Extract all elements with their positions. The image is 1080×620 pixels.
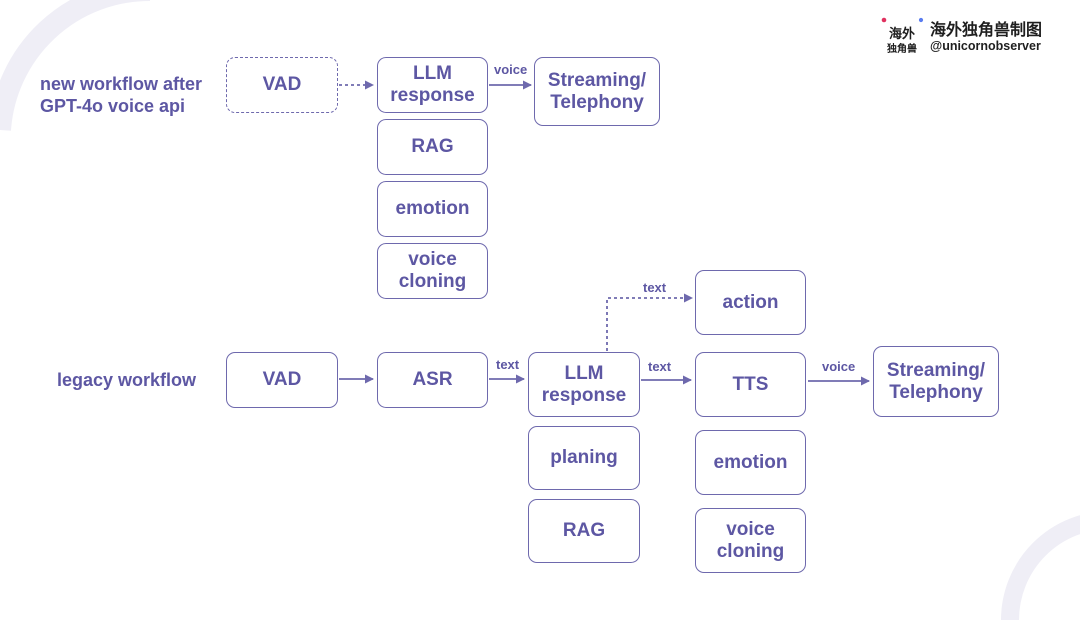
edge-label-llm-to-action: text: [643, 280, 667, 295]
node-legacy-action-label: action: [722, 291, 779, 313]
edge-label-tts-to-streaming: voice: [822, 359, 856, 374]
node-legacy-tts-label: TTS: [732, 373, 769, 395]
edge-label-llm-to-tts: text: [648, 359, 672, 374]
node-legacy-llm-response: LLM response: [528, 352, 640, 417]
edge-label-asr-to-llm: text: [496, 357, 520, 372]
node-new-emotion-label: emotion: [395, 198, 470, 219]
node-new-voice-cloning-label: voice cloning: [398, 249, 467, 292]
node-legacy-emotion: emotion: [695, 430, 806, 495]
brand-handle: @unicornobserver: [930, 39, 1041, 53]
new-workflow-label: new workflow after GPT-4o voice api: [40, 74, 203, 116]
node-legacy-llm-label: LLM response: [541, 362, 627, 406]
node-legacy-planing: planing: [528, 426, 640, 490]
svg-text:海外: 海外: [889, 26, 915, 42]
node-legacy-emotion-label: emotion: [713, 451, 788, 473]
node-legacy-rag-label: RAG: [562, 520, 606, 541]
legacy-workflow-label: legacy workflow: [57, 370, 197, 390]
node-new-vad: VAD: [226, 57, 338, 113]
logo-dot-red: [881, 17, 887, 23]
node-legacy-vad-label: VAD: [262, 369, 302, 390]
node-legacy-planing-label: planing: [550, 447, 618, 468]
node-new-streaming: Streaming/ Telephony: [534, 57, 660, 126]
node-new-streaming-label: Streaming/ Telephony: [547, 69, 647, 113]
node-new-llm-response: LLM response: [377, 57, 488, 113]
node-legacy-rag: RAG: [528, 499, 640, 563]
node-new-voice-cloning: voice cloning: [377, 243, 488, 299]
brand-logo: 海外 独角兽: [881, 17, 924, 55]
node-legacy-voice-cloning-label: voice cloning: [716, 518, 785, 562]
node-legacy-asr-label: ASR: [412, 369, 453, 390]
logo-dot-blue: [918, 17, 924, 23]
node-new-vad-label: VAD: [262, 74, 302, 95]
svg-text:独角兽: 独角兽: [887, 42, 917, 55]
node-legacy-voice-cloning: voice cloning: [695, 508, 806, 573]
node-new-llm-label: LLM response: [390, 63, 475, 106]
node-new-rag-label: RAG: [411, 136, 454, 157]
arrow-legacy-llm-to-action: [606, 293, 693, 351]
node-legacy-vad: VAD: [226, 352, 338, 408]
node-legacy-streaming-label: Streaming/ Telephony: [886, 359, 986, 403]
node-legacy-asr: ASR: [377, 352, 488, 408]
node-legacy-tts: TTS: [695, 352, 806, 417]
node-new-rag: RAG: [377, 119, 488, 175]
node-legacy-action: action: [695, 270, 806, 335]
node-new-emotion: emotion: [377, 181, 488, 237]
node-legacy-streaming: Streaming/ Telephony: [873, 346, 999, 417]
edge-label-new-voice: voice: [494, 62, 528, 77]
brand-name: 海外独角兽制图: [930, 20, 1043, 39]
